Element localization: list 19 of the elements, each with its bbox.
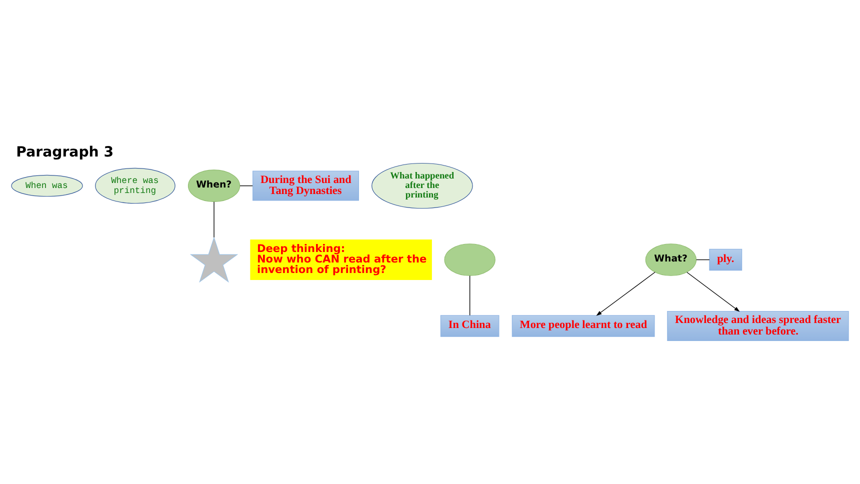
arrow xyxy=(686,272,740,312)
node-ellipse: What happened after the printing xyxy=(372,162,473,209)
node-box: In China xyxy=(440,315,500,337)
connector xyxy=(240,185,253,186)
node-box: ply. xyxy=(709,248,742,271)
node-star xyxy=(190,236,238,283)
node-ellipse xyxy=(444,244,496,276)
node-box: More people learnt to read xyxy=(512,315,655,337)
diagram-title: Paragraph 3 xyxy=(16,144,114,160)
node-ellipse: Where was printing xyxy=(95,168,176,204)
node-box: Deep thinking: Now who CAN read after the invention of printing? xyxy=(250,239,432,280)
node-box: During the Sui and Tang Dynasties xyxy=(252,170,359,201)
connector xyxy=(469,275,470,316)
arrow xyxy=(596,272,656,316)
node-ellipse: What? xyxy=(645,244,697,276)
node-box: Knowledge and ideas spread faster than ever before. xyxy=(667,310,849,341)
node-ellipse: When? xyxy=(188,170,240,202)
connector xyxy=(696,259,710,260)
node-ellipse: When was xyxy=(11,174,83,197)
